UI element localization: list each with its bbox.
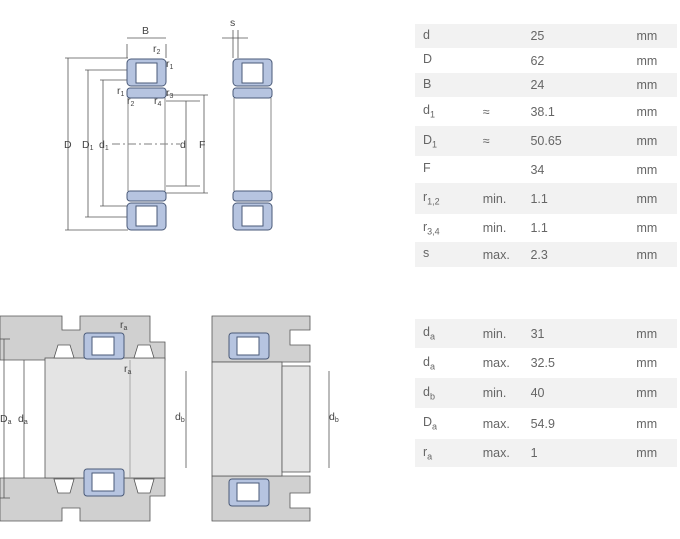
dimension-qualifier: max. (474, 242, 523, 267)
dimension-unit: mm (628, 24, 677, 48)
dimension-value: 40 (522, 378, 629, 408)
dimension-value: 34 (530, 162, 545, 177)
dimension-symbol: d (415, 24, 475, 48)
dimension-unit: mm (628, 242, 677, 267)
abutment-diagram: Da da db db ra ra (0, 315, 339, 522)
label-B: B (142, 25, 149, 37)
dimension-value: 50.65 (522, 126, 629, 156)
dimension-unit: mm (628, 126, 677, 156)
dimension-qualifier (474, 24, 523, 48)
dimension-symbol: D1 (415, 126, 475, 156)
label-r2-side: r2 (127, 95, 135, 108)
dimension-row: F 34 mm (415, 156, 677, 183)
label-s: s (230, 17, 235, 29)
dimension-symbol: B (415, 73, 475, 97)
dimension-value: 31 (522, 319, 629, 348)
label-D: D (64, 139, 72, 151)
label-r1-top: r1 (166, 58, 174, 71)
label-db-left: db (175, 411, 185, 424)
dimension-symbol: r3,4 (423, 219, 440, 237)
label-da: da (18, 413, 28, 426)
dimension-value: 1.1 (530, 221, 548, 235)
dimension-qualifier (475, 156, 523, 183)
dimension-symbol: r1,2 (415, 183, 475, 214)
bearing-section-diagram: B s D D1 d1 d F r2 r1 r1 r2 r4 r3 (64, 17, 273, 231)
dimension-value: 24 (522, 73, 629, 97)
dimension-symbol: F (423, 161, 431, 176)
dimension-qualifier: min. (474, 378, 523, 408)
dimension-unit: mm (636, 416, 658, 431)
dimension-unit: mm (628, 378, 677, 408)
label-ra-top: ra (120, 319, 128, 332)
dimension-value: 2.3 (522, 242, 629, 267)
dimension-qualifier: max. (474, 439, 523, 467)
label-r4: r4 (154, 95, 162, 108)
dimension-symbol: d1 (423, 103, 435, 120)
dimension-unit: mm (628, 73, 677, 97)
dimension-qualifier: min. (474, 319, 523, 348)
dimension-value: 54.9 (530, 416, 555, 431)
dimension-value: 32.5 (530, 356, 555, 370)
label-Da: Da (0, 413, 12, 426)
label-r1-side: r1 (117, 85, 125, 98)
dimension-symbol: db (415, 378, 475, 408)
dimension-qualifier: max. (482, 416, 510, 431)
label-r2-top: r2 (153, 43, 161, 56)
dimension-value: 62 (530, 53, 545, 68)
dimension-qualifier: max. (482, 356, 510, 370)
dimension-unit: mm (628, 319, 677, 348)
dimension-qualifier: ≈ (482, 104, 490, 119)
dimension-unit: mm (628, 183, 677, 214)
dimension-row: d1 ≈38.1 mm (415, 97, 677, 126)
label-d: d (180, 139, 186, 151)
dimension-symbol: da (415, 319, 475, 348)
label-d1: d1 (99, 139, 109, 152)
dimension-row: da max. 32.5 mm (415, 348, 677, 378)
dimension-symbol: ra (415, 439, 475, 467)
dimension-row: D 62 mm (415, 48, 677, 73)
label-r3: r3 (166, 87, 174, 100)
dimension-value: 38.1 (530, 104, 555, 119)
dimension-unit: mm (636, 53, 658, 68)
dimension-symbol: D (423, 52, 433, 67)
dimension-value: 1 (522, 439, 629, 467)
dimension-symbol: s (415, 242, 475, 267)
dimension-value: 1.1 (522, 183, 629, 214)
dimension-row: Da max. 54.9 mm (415, 408, 677, 439)
dimension-row: r3,4 min. 1.1 mm (415, 214, 677, 242)
label-D1: D1 (82, 139, 94, 152)
dimension-qualifier: ≈ (474, 126, 523, 156)
dimension-qualifier: min. (474, 183, 523, 214)
dimension-qualifier (475, 48, 523, 73)
dimension-unit: mm (636, 104, 658, 119)
dimension-qualifier: min. (482, 221, 507, 235)
dimension-unit: mm (636, 356, 658, 370)
label-F: F (199, 139, 205, 151)
dimension-unit: mm (628, 439, 677, 467)
dimension-symbol: Da (423, 415, 438, 432)
dimension-qualifier (474, 73, 523, 97)
label-db-right: db (329, 411, 339, 424)
dimension-unit: mm (636, 162, 658, 177)
dimension-symbol: da (423, 354, 435, 372)
label-ra-mid: ra (124, 363, 132, 376)
dimension-unit: mm (636, 221, 658, 235)
dimension-value: 25 (522, 24, 629, 48)
